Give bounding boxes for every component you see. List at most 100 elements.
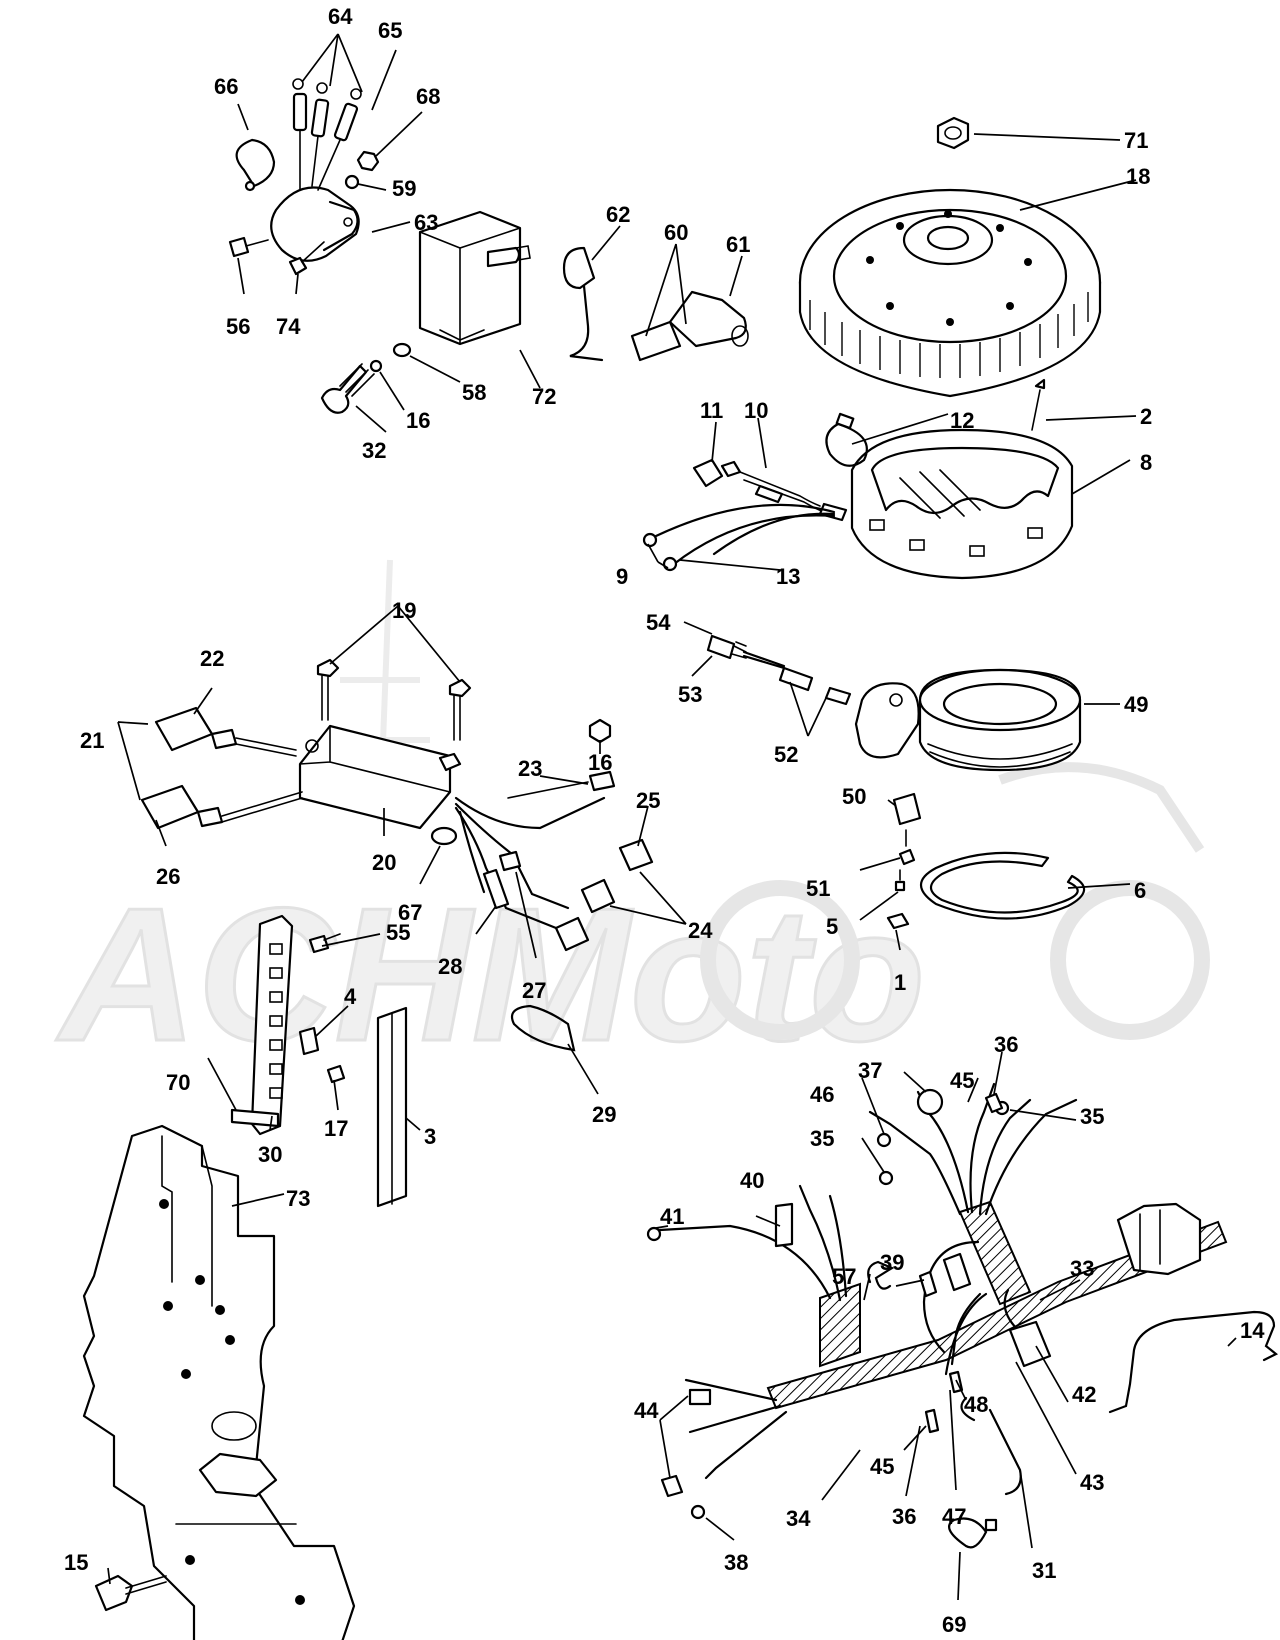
- terminal-44b: [660, 1474, 684, 1498]
- bracket-14: [1108, 1310, 1279, 1414]
- callout-54: 54: [646, 610, 671, 635]
- terminal-block: [250, 914, 294, 1136]
- power-pack: [298, 724, 462, 830]
- callout-12: 12: [950, 408, 974, 433]
- callout-53: 53: [678, 682, 702, 707]
- callout-49: 49: [1124, 692, 1148, 717]
- callout-66: 66: [214, 74, 238, 99]
- callout-35b: 35: [810, 1126, 834, 1151]
- terminal-45b: [924, 1408, 940, 1434]
- callout-43: 43: [1080, 1470, 1104, 1495]
- lockwasher-16b: [588, 718, 612, 744]
- tie-29: [510, 1004, 576, 1052]
- boot-24b: [554, 916, 590, 952]
- callout-33: 33: [1070, 1256, 1094, 1281]
- callout-45b: 45: [870, 1454, 894, 1479]
- callout-47: 47: [942, 1504, 966, 1529]
- callout-74: 74: [276, 314, 301, 339]
- callout-31: 31: [1032, 1558, 1056, 1583]
- main-harness: [648, 1082, 1228, 1480]
- pin-70: [230, 1108, 280, 1128]
- callout-39: 39: [880, 1250, 904, 1275]
- mounting-plate: [82, 1124, 356, 1640]
- callout-71: 71: [1124, 128, 1148, 153]
- callout-48: 48: [964, 1392, 988, 1417]
- washer-58: [392, 342, 412, 358]
- terminal-28: [482, 868, 510, 910]
- boot-25: [618, 838, 654, 872]
- callout-50: 50: [842, 784, 866, 809]
- boot-61: [668, 290, 747, 348]
- callout-67: 67: [398, 900, 422, 925]
- callout-29: 29: [592, 1102, 616, 1127]
- callout-73: 73: [286, 1186, 310, 1211]
- stator: [850, 428, 1074, 580]
- bolt-19a: [316, 658, 340, 678]
- eyelet-38: [690, 1504, 706, 1520]
- callout-10: 10: [744, 398, 768, 423]
- screw-5: [894, 880, 906, 892]
- solenoid-assembly: [228, 78, 380, 276]
- callout-61: 61: [726, 232, 750, 257]
- power-pack-wires: [454, 796, 654, 952]
- terminal-44a: [688, 1388, 712, 1406]
- callout-32: 32: [362, 438, 386, 463]
- bolt-32: [320, 364, 368, 414]
- callout-1: 1: [894, 970, 906, 995]
- bracket-50: [892, 792, 922, 826]
- bolt-15: [94, 1574, 134, 1612]
- callout-30: 30: [258, 1142, 282, 1167]
- timer-base: [854, 668, 1082, 772]
- callout-59: 59: [392, 176, 416, 201]
- callout-25: 25: [636, 788, 660, 813]
- sensor-lead: [706, 634, 852, 706]
- callout-9: 9: [616, 564, 628, 589]
- clip-1: [886, 912, 910, 930]
- callout-34: 34: [786, 1506, 811, 1531]
- callout-20: 20: [372, 850, 396, 875]
- callout-6: 6: [1134, 878, 1146, 903]
- callout-42: 42: [1072, 1382, 1096, 1407]
- callout-56: 56: [226, 314, 250, 339]
- callout-52: 52: [774, 742, 798, 767]
- nut-71: [936, 116, 970, 150]
- clamp-12: [825, 422, 868, 467]
- solenoid-bracket: [322, 200, 359, 252]
- callout-35a: 35: [1080, 1104, 1104, 1129]
- callout-46: 46: [810, 1082, 834, 1107]
- boot-62: [562, 246, 596, 290]
- spark-plug-leads: [562, 246, 749, 362]
- bolt-19b: [448, 678, 472, 698]
- fuse-39: [918, 1270, 938, 1298]
- callout-4: 4: [344, 984, 357, 1009]
- eyelet-37: [916, 1088, 944, 1116]
- screw-55: [308, 934, 330, 954]
- screw-17: [326, 1064, 346, 1084]
- connector-22: [154, 706, 297, 757]
- callout-16a: 16: [406, 408, 430, 433]
- boot-24a: [580, 878, 616, 914]
- callout-72: 72: [532, 384, 556, 409]
- callout-28: 28: [438, 954, 462, 979]
- callout-45a: 45: [950, 1068, 974, 1093]
- clip-23: [588, 770, 616, 792]
- callout-22: 22: [200, 646, 224, 671]
- callout-23: 23: [518, 756, 542, 781]
- screw-2: [1034, 378, 1046, 390]
- callout-8: 8: [1140, 450, 1152, 475]
- tie-69: [948, 1517, 988, 1549]
- coil-tower: [486, 246, 521, 268]
- washer-59: [344, 174, 360, 190]
- terminal-36: [984, 1092, 1004, 1114]
- callout-69: 69: [942, 1612, 966, 1637]
- callout-68: 68: [416, 84, 440, 109]
- callout-57: 57: [832, 1264, 856, 1289]
- callout-21: 21: [80, 728, 104, 753]
- callout-14: 14: [1240, 1318, 1265, 1343]
- eyelet-41: [646, 1226, 662, 1242]
- lockwasher-16a: [369, 359, 383, 373]
- watermark: ACHMoto: [55, 559, 1210, 1083]
- callout-5: 5: [826, 914, 838, 939]
- callout-labels: 64 65 66 68 59 63 56 74 62 60 61 72 58 1…: [64, 4, 1265, 1637]
- callout-24: 24: [688, 918, 713, 943]
